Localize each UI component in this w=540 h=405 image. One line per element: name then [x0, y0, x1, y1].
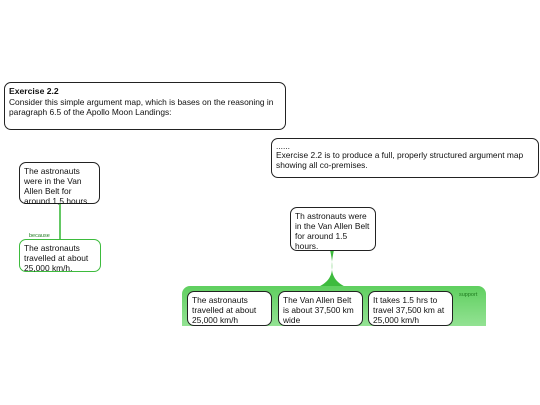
left-claim-text: The astronauts were in the Van Allen Bel… — [24, 166, 90, 206]
exercise-box: Exercise 2.2 Consider this simple argume… — [4, 82, 286, 130]
right-link-stem — [318, 250, 346, 287]
left-claim-box: The astronauts were in the Van Allen Bel… — [19, 162, 100, 206]
right-claim-box: Th astronauts were in the Van Allen Belt… — [290, 207, 376, 251]
premise-text-speed: The astronauts travelled at about 25,000… — [192, 295, 257, 325]
exercise-text: Consider this simple argument map, which… — [9, 97, 274, 117]
because-label: because — [29, 233, 50, 239]
support-label: support — [459, 292, 478, 298]
right-claim-text: Th astronauts were in the Van Allen Belt… — [295, 211, 370, 251]
premise-box-width: The Van Allen Belt is about 37,500 km wi… — [278, 291, 363, 326]
left-reason-text: The astronauts travelled at about 25,000… — [24, 243, 89, 273]
instructions-box: ...... Exercise 2.2 is to produce a full… — [271, 138, 539, 178]
exercise-title: Exercise 2.2 — [9, 86, 59, 96]
left-reason-box: The astronauts travelled at about 25,000… — [19, 239, 101, 273]
instructions-text: Exercise 2.2 is to produce a full, prope… — [276, 150, 524, 170]
premise-box-speed: The astronauts travelled at about 25,000… — [187, 291, 272, 326]
premise-text-duration: It takes 1.5 hrs to travel 37,500 km at … — [373, 295, 445, 325]
premise-text-width: The Van Allen Belt is about 37,500 km wi… — [283, 295, 354, 325]
premise-box-duration: It takes 1.5 hrs to travel 37,500 km at … — [368, 291, 453, 326]
instructions-ellipsis: ...... — [276, 141, 290, 151]
